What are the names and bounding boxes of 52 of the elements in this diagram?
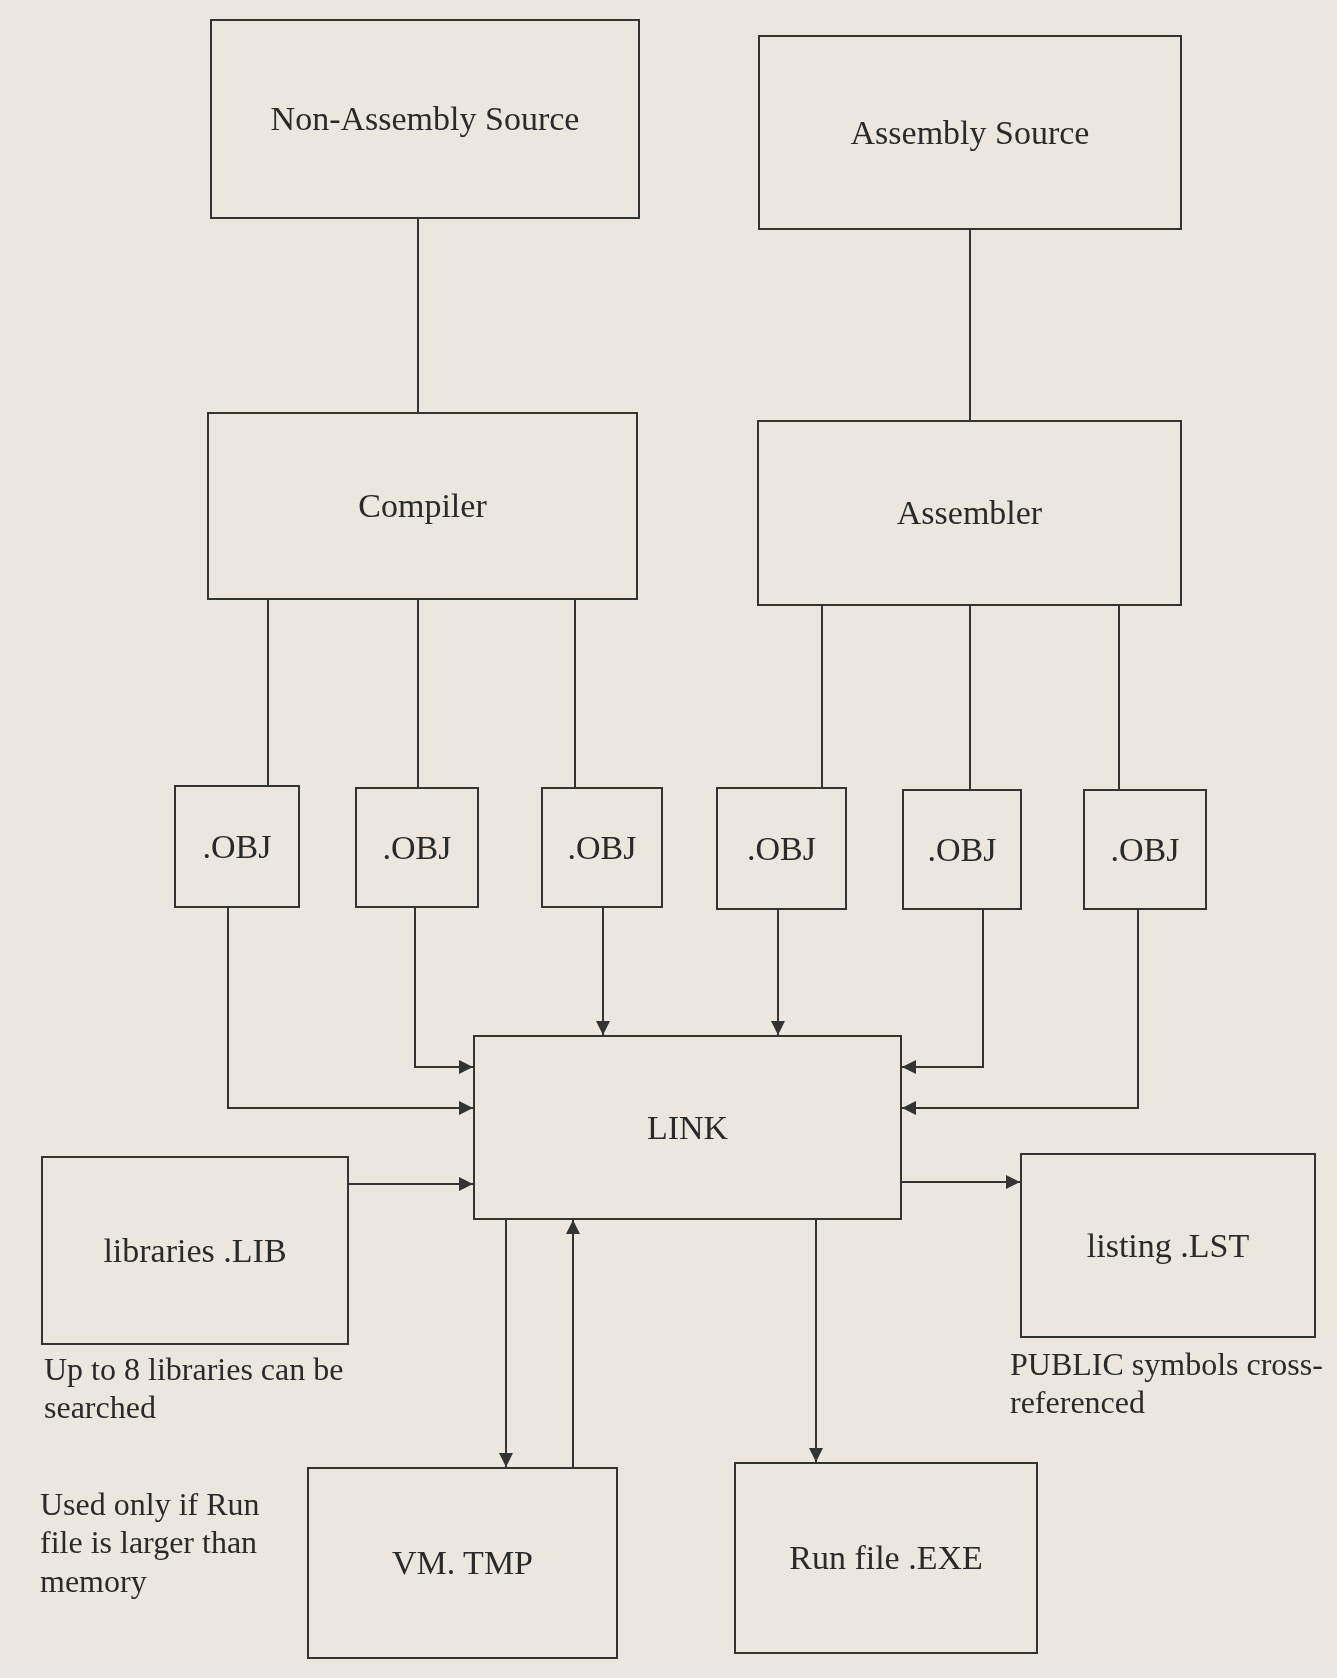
note-text: PUBLIC symbols cross-referenced (1010, 1345, 1324, 1422)
box-label: Run file .EXE (789, 1539, 983, 1577)
arrow (771, 909, 785, 1036)
arrow (901, 909, 1139, 1115)
arrow (901, 909, 984, 1074)
box-label: listing .LST (1086, 1226, 1250, 1265)
arrow (809, 1219, 823, 1463)
file-box (541, 787, 663, 908)
connector-line (267, 599, 269, 786)
file-box (758, 35, 1182, 230)
file-box (307, 1467, 618, 1659)
box-label: Compiler (358, 487, 487, 525)
arrow (596, 907, 610, 1036)
box-label: LINK (646, 1108, 729, 1147)
box-label: .OBJ (382, 828, 452, 867)
arrow (414, 907, 474, 1074)
file-box (1083, 789, 1207, 910)
file-box (41, 1156, 349, 1345)
connector-line (417, 218, 419, 413)
connector-line (574, 599, 576, 788)
connector-line (969, 229, 971, 421)
box-label: Assembly Source (850, 113, 1090, 152)
file-box (207, 412, 638, 600)
arrow (227, 907, 474, 1115)
file-box (174, 785, 300, 908)
file-box (1020, 1153, 1316, 1338)
connector-line (821, 605, 823, 788)
file-box (734, 1462, 1038, 1654)
box-label: Assembler (896, 494, 1043, 532)
file-box (473, 1035, 902, 1220)
arrow (901, 1175, 1021, 1189)
file-box (355, 787, 479, 908)
box-label: libraries .LIB (103, 1231, 287, 1270)
box-label: Non-Assembly Source (270, 100, 580, 138)
arrow (499, 1219, 513, 1468)
box-label: .OBJ (1110, 830, 1180, 869)
arrow (566, 1219, 580, 1468)
box-label: VM. TMP (391, 1544, 534, 1582)
file-box (757, 420, 1182, 606)
box-label: .OBJ (202, 827, 272, 866)
box-label: .OBJ (567, 828, 637, 867)
file-box (716, 787, 847, 910)
box-label: .OBJ (747, 829, 816, 868)
arrow (348, 1177, 474, 1191)
note-text: Used only if Run file is larger than memory (40, 1485, 261, 1601)
connector-line (1118, 605, 1120, 790)
note-text: Up to 8 libraries can be searched (44, 1350, 344, 1427)
connector-line (969, 605, 971, 790)
connector-line (417, 599, 419, 788)
file-box (210, 19, 640, 219)
box-label: .OBJ (927, 830, 997, 869)
file-box (902, 789, 1022, 910)
